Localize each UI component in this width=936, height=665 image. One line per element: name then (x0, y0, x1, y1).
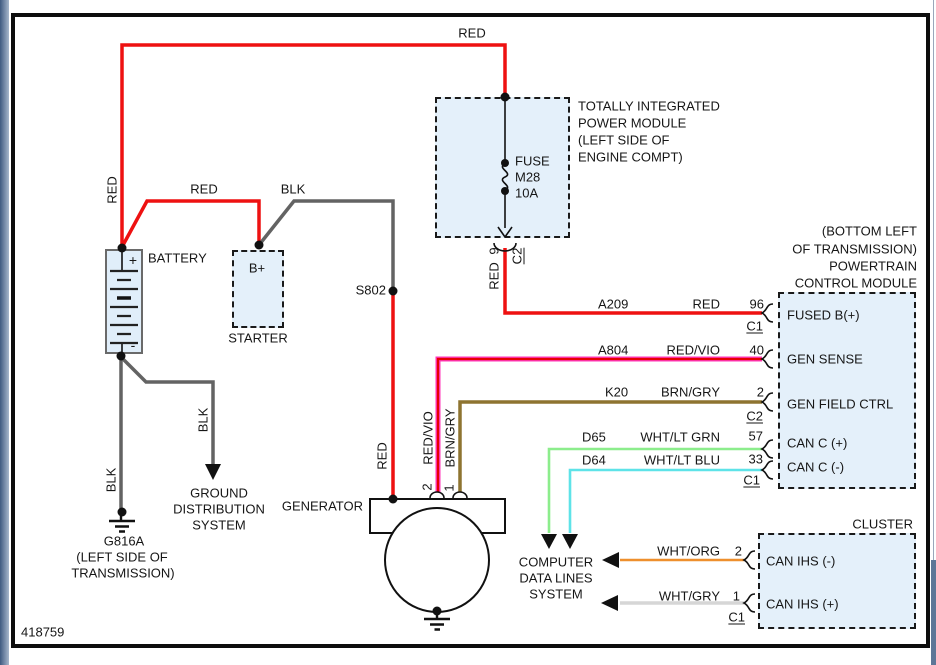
circuit-id: D65 (582, 429, 606, 445)
generator-pin2-wire-label: RED/VIO (420, 411, 436, 465)
computer-data-lines-ref: SYSTEM (529, 586, 583, 602)
wire-color-code: WHT/LT BLU (643, 452, 720, 468)
pin-number: 2 (756, 384, 764, 400)
wire-color-code: WHT/ORG (657, 543, 720, 559)
diagram-number: 418759 (21, 624, 65, 640)
wire-color-code: BRN/GRY (661, 384, 720, 400)
ground-location-line: (LEFT SIDE OF (76, 549, 168, 565)
battery-label: BATTERY (148, 250, 207, 266)
pcm-pin-function: CAN C (-) (787, 459, 845, 475)
generator-pin1-wire-label: BRN/GRY (442, 408, 458, 468)
pin-number: 57 (748, 428, 763, 444)
pin-number: 96 (749, 296, 764, 312)
tipm-title-line: ENGINE COMPT) (578, 149, 683, 165)
computer-data-lines-ref: COMPUTER (518, 554, 594, 570)
pcm-pin-function: FUSED B(+) (787, 307, 860, 323)
pcm-pin-function: GEN SENSE (787, 351, 863, 367)
tipm-exit-color: RED (486, 262, 502, 290)
pcm-location-line: CONTROL MODULE (794, 275, 917, 291)
starter-label: STARTER (228, 330, 288, 346)
starter-out-wire-label: BLK (280, 181, 306, 197)
tipm-title-line: POWER MODULE (578, 115, 687, 131)
battery-minus-sign: - (130, 337, 136, 353)
connector-id: C1 (746, 318, 763, 334)
connector-id: C1 (743, 472, 760, 488)
circuit-id: A804 (598, 342, 629, 358)
battery-starter-wire-label: RED (190, 181, 218, 197)
generator-pin1-number: 1 (441, 484, 457, 492)
wire-color-code: WHT/GRY (658, 588, 720, 604)
starter-terminal-label: B+ (248, 260, 266, 276)
cluster-pin-function: CAN IHS (+) (766, 596, 839, 612)
pin-number: 1 (732, 588, 740, 604)
cluster-pin-function: CAN IHS (-) (766, 553, 836, 569)
ground-location-line: TRANSMISSION) (71, 565, 175, 581)
computer-data-lines-ref: DATA LINES (519, 570, 593, 586)
tipm-exit-pin: 9 (486, 247, 502, 255)
tipm-title-line: (LEFT SIDE OF (578, 132, 670, 148)
top-wire-label: RED (458, 25, 486, 41)
cluster-box (758, 533, 916, 629)
circuit-id: A209 (598, 296, 629, 312)
fuse-rating: 10A (515, 185, 539, 201)
connector-id: C2 (746, 408, 763, 424)
ground-distribution-ref: GROUND (190, 485, 248, 501)
generator-feed-wire-label: RED (374, 442, 390, 470)
pcm-location-line: OF TRANSMISSION) (792, 241, 917, 257)
pin-number: 40 (749, 342, 764, 358)
fuse-id: M28 (515, 169, 541, 185)
battery-plus-sign: + (128, 252, 138, 268)
ground-id: G816A (103, 533, 145, 549)
ground-wire-label: BLK (103, 467, 119, 493)
battery-top-wire-label: RED (104, 176, 120, 204)
tipm-connector-label: C2 (509, 247, 525, 265)
tipm-title-line: TOTALLY INTEGRATED (578, 98, 720, 114)
circuit-id: D64 (582, 452, 606, 468)
pcm-box (778, 292, 916, 489)
wire-color-code: RED/VIO (666, 342, 720, 358)
ground-distribution-ref: DISTRIBUTION (173, 501, 265, 517)
pin-number: 2 (734, 543, 742, 559)
ground-distribution-ref: SYSTEM (192, 517, 246, 533)
cluster-label: CLUSTER (852, 516, 913, 532)
ground-wire-label: BLK (195, 407, 211, 433)
pcm-pin-function: CAN C (+) (787, 435, 848, 451)
pcm-location-line: POWERTRAIN (829, 258, 917, 274)
wire-color-code: RED (692, 296, 720, 312)
circuit-id: K20 (605, 384, 629, 400)
pcm-pin-function: GEN FIELD CTRL (787, 396, 894, 412)
wire-color-code: WHT/LT GRN (640, 429, 720, 445)
fuse-label: FUSE (515, 153, 550, 169)
pcm-location-line: (BOTTOM LEFT (821, 223, 917, 239)
window-corner-edge (931, 560, 936, 665)
splice-label: S802 (355, 282, 386, 298)
window-right-edge (933, 0, 934, 665)
generator-label: GENERATOR (281, 498, 363, 514)
connector-id: C1 (728, 609, 745, 625)
window-left-edge (0, 0, 9, 665)
pin-number: 33 (748, 451, 763, 467)
generator-pin2-number: 2 (419, 483, 435, 491)
tipm-connector-text: C2 (509, 247, 525, 265)
